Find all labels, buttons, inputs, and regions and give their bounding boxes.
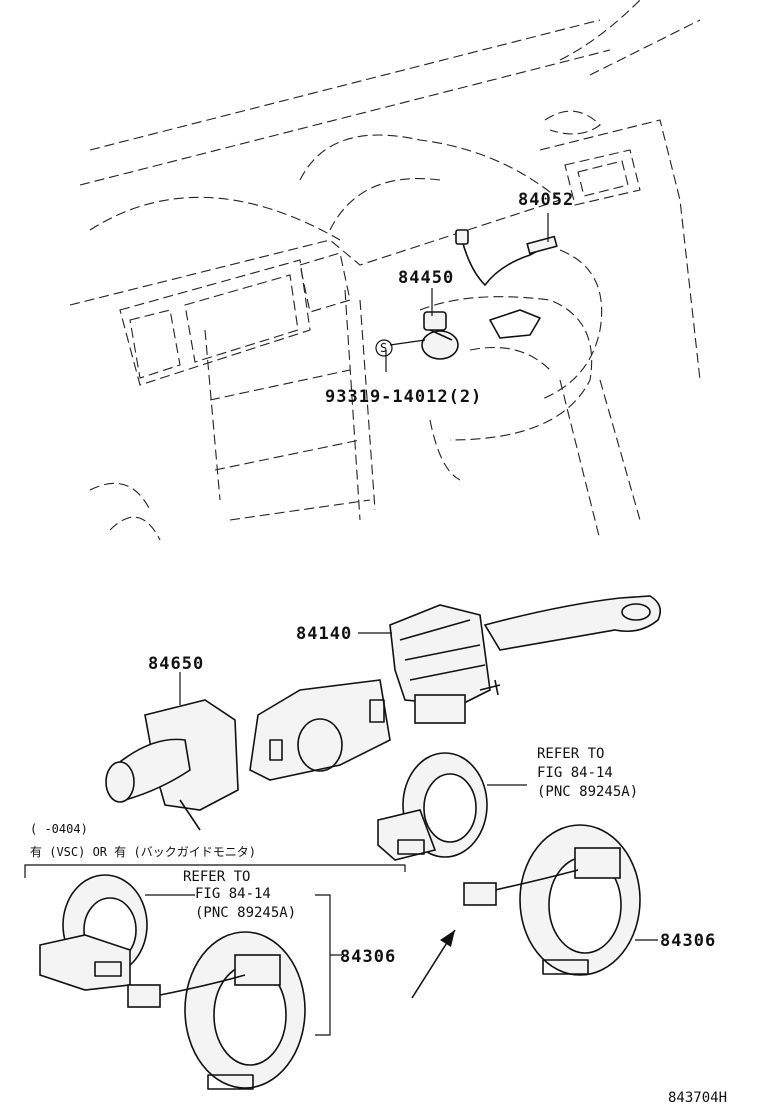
part-number-84306-right: 84306 <box>660 931 716 951</box>
dashboard-outline <box>69 0 701 541</box>
refer-left-line1: REFER TO <box>183 869 250 885</box>
refer-right-line3: (PNC 89245A) <box>537 784 638 800</box>
turn-signal-switch-84140 <box>389 595 661 724</box>
condition-bracket <box>24 864 406 878</box>
refer-right-line1: REFER TO <box>537 746 604 762</box>
wiper-switch-84650 <box>105 699 239 831</box>
arrow-icon <box>411 929 456 999</box>
part-number-84450: 84450 <box>398 268 454 288</box>
spiral-cable-84306-left <box>127 931 306 1090</box>
leader-lines-top <box>385 213 549 372</box>
part-number-84052: 84052 <box>518 190 574 210</box>
s-marker-circle <box>375 339 393 357</box>
bracket-84306-left <box>315 894 331 1036</box>
figure-code: 843704H <box>668 1090 727 1106</box>
spiral-cable-reference-center <box>377 752 488 861</box>
part-number-84140: 84140 <box>296 624 352 644</box>
condition-range: ( -0404) <box>30 822 88 836</box>
switch-bracket <box>249 679 391 781</box>
part-number-84650: 84650 <box>148 654 204 674</box>
spiral-cable-reference-left <box>39 874 148 991</box>
spiral-cable-84306-right <box>463 824 641 976</box>
wire-harness-84052 <box>455 229 558 286</box>
refer-right-line2: FIG 84-14 <box>537 765 613 781</box>
steering-sensor-84450 <box>421 309 541 360</box>
refer-left-line3: (PNC 89245A) <box>195 905 296 921</box>
part-number-84306-left: 84306 <box>340 947 396 967</box>
condition-text: 有 (VSC) OR 有 (バックガイドモニタ) <box>30 845 256 859</box>
part-number-93319-14012: 93319-14012(2) <box>325 387 482 407</box>
s-marker-label: S <box>380 341 387 355</box>
refer-left-line2: FIG 84-14 <box>195 886 271 902</box>
